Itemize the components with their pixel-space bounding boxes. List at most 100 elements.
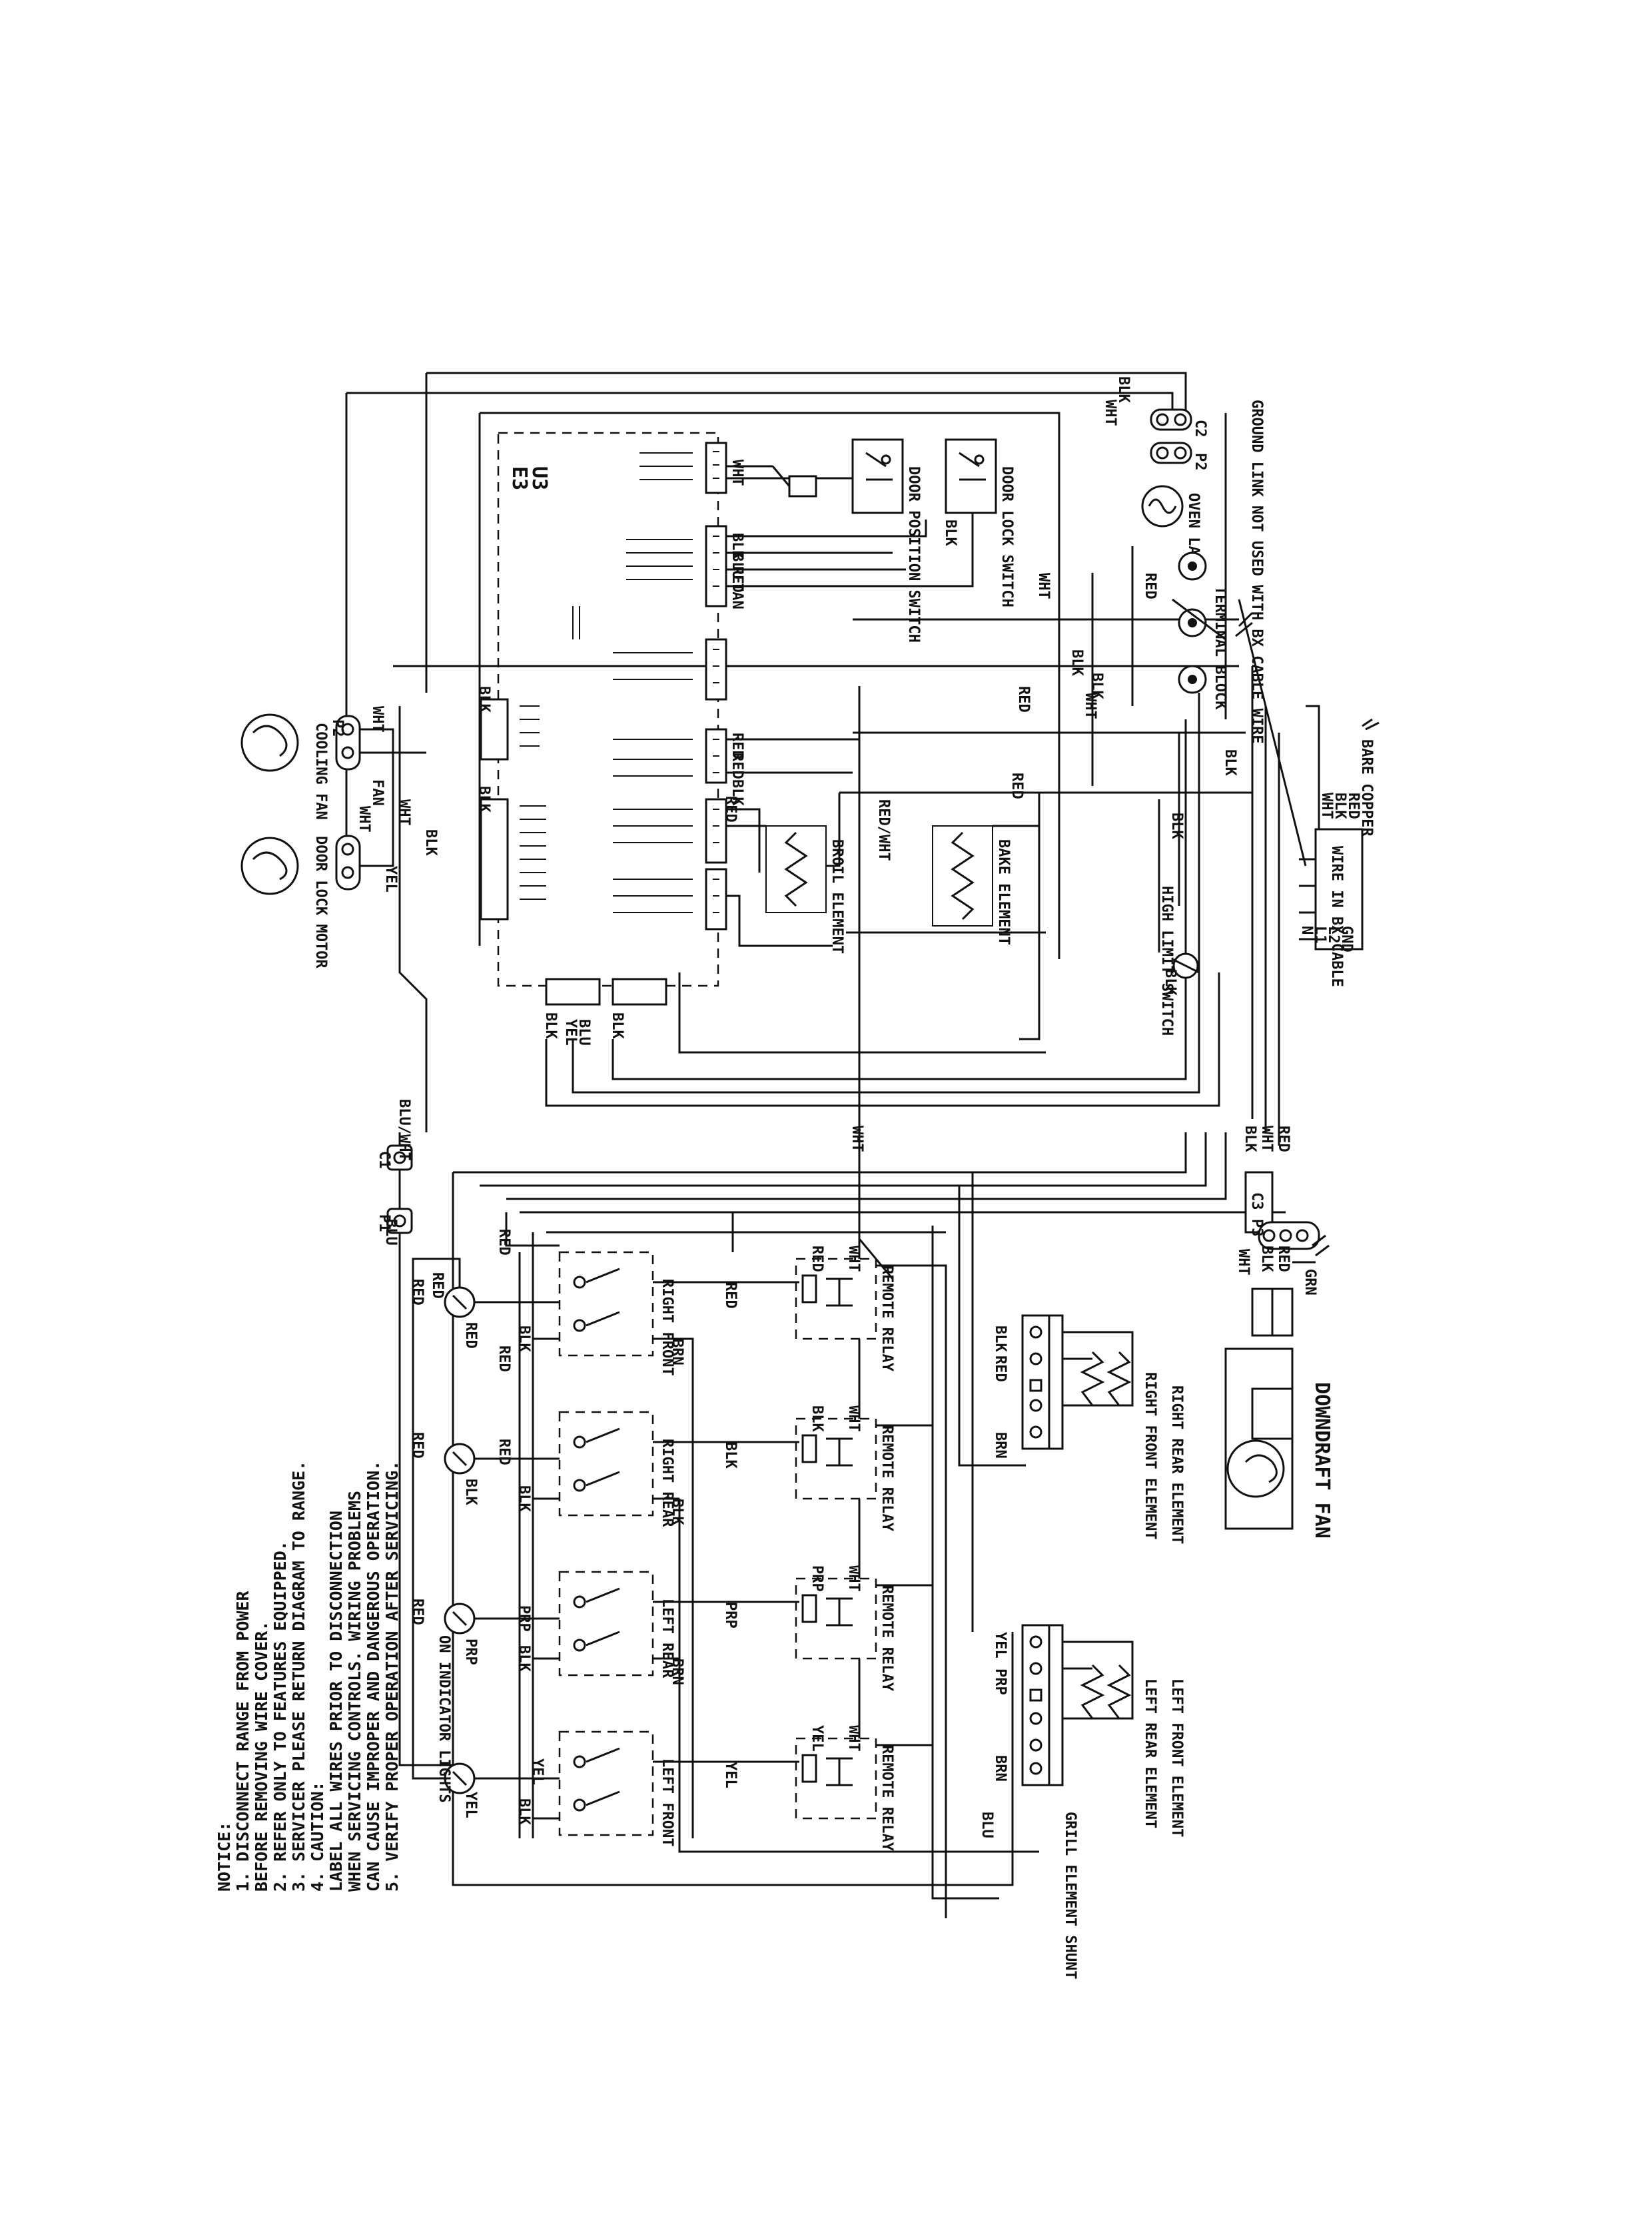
wire-label: BLK: [1242, 1126, 1258, 1152]
wire-label: RED: [809, 1246, 825, 1272]
wire-label: BLU: [382, 1219, 399, 1246]
remote-relay-label: REMOTE RELAY: [879, 1425, 895, 1532]
connector-p2-top: P2: [1150, 442, 1208, 471]
wire-label: BLK: [669, 1499, 685, 1525]
grill-element-shunt-label: GRILL ELEMENT SHUNT: [1062, 1812, 1078, 1980]
wire-label: RED/WHT: [875, 799, 892, 861]
left-elements: LEFT REAR ELEMENT LEFT FRONT ELEMENT GRI…: [1021, 1624, 1185, 1980]
wire-label: BLK: [516, 1798, 532, 1825]
wire-label: RED: [722, 796, 739, 823]
wire-label: BLK: [1068, 649, 1085, 676]
door-lock-switch: DOOR LOCK SWITCH: [945, 438, 1015, 607]
wire-label: RED: [729, 733, 745, 759]
wire-label: BLK: [1258, 1246, 1275, 1272]
burner-switch-right-front[interactable]: RIGHT FRONT: [558, 1251, 675, 1376]
notice-line: NOTICE:: [214, 1822, 234, 1892]
control-u3-label: U3: [528, 466, 551, 490]
switch-label-left-front: LEFT FRONT: [659, 1758, 675, 1846]
door-position-switch-label: DOOR POSITION SWITCH: [905, 466, 922, 643]
indicator-lights: ON INDICATOR LIGHTS: [412, 1258, 520, 1803]
wire-label: RED: [429, 1272, 446, 1299]
bus-wires: [345, 372, 1359, 1886]
wire-label: BLK: [422, 829, 439, 856]
switch-label-right-rear: RIGHT REAR: [659, 1439, 675, 1527]
left-rear-element-label: LEFT REAR ELEMENT: [1142, 1678, 1158, 1828]
wire-label: BRN: [992, 1432, 1009, 1459]
wire-label: RED: [1015, 686, 1032, 713]
burner-switch-left-rear[interactable]: LEFT REAR: [558, 1571, 675, 1678]
connector-c3-label: C3: [1248, 1192, 1265, 1210]
wire-label: RED: [729, 566, 745, 593]
bx-color-blk: BLK: [1332, 793, 1348, 819]
wire-label: WHT: [845, 1405, 862, 1432]
high-limit-switch: HIGH LIMIT SWITCH: [1158, 886, 1200, 1036]
wire-label: WHT: [396, 799, 412, 826]
notice-line: 5. VERIFY PROPER OPERATION AFTER SERVICI…: [382, 1461, 402, 1892]
wire-label: WHT: [849, 1126, 865, 1152]
wire-label: PRP: [722, 1602, 739, 1629]
door-lock-motor-label: DOOR LOCK MOTOR: [312, 836, 329, 968]
wire-label: RED: [1009, 773, 1025, 799]
wire-label: BLK: [609, 1012, 625, 1039]
cooling-fan: COOLING FAN P2: [240, 713, 361, 820]
remote-relay-label: REMOTE RELAY: [879, 1745, 895, 1852]
board-outputs: [726, 465, 974, 947]
notice-line: 4. CAUTION:: [308, 1781, 327, 1892]
notice-line: 3. SERVICER PLEASE RETURN DIAGRAM TO RAN…: [289, 1461, 308, 1892]
connector-c2-label: C2: [1192, 420, 1208, 438]
terminal-block-label: TERMINAL BLOCK: [1212, 586, 1228, 710]
remote-relay-1[interactable]: REMOTE RELAY: [795, 1258, 895, 1372]
bx-cable-label: WIRE IN BX CABLE: [1328, 846, 1345, 987]
wire-label: BLU/WHT: [396, 1099, 412, 1161]
right-front-element-label: RIGHT FRONT ELEMENT: [1142, 1372, 1158, 1540]
downdraft-fan: DOWNDRAFT FAN GRN: [1224, 1234, 1334, 1539]
wire-label: RED: [409, 1279, 426, 1305]
bx-row-n: N: [1298, 926, 1315, 934]
cooling-fan-label: COOLING FAN: [312, 723, 329, 820]
wire-label: BLK: [722, 1442, 739, 1469]
wire-label: YEL: [462, 1792, 479, 1818]
burner-switch-right-rear[interactable]: RIGHT REAR: [558, 1411, 675, 1527]
notice-line: 1. DISCONNECT RANGE FROM POWER: [233, 1591, 252, 1892]
connector-p1-label: P1: [376, 1214, 392, 1232]
burner-switch-left-front[interactable]: LEFT FRONT: [558, 1730, 675, 1846]
wire-label: BLK: [1168, 813, 1185, 839]
wire-label: RED: [462, 1322, 479, 1349]
wire-label: WHT: [1035, 573, 1052, 599]
control-e3-label: E3: [508, 466, 531, 490]
switch-label-right-front: RIGHT FRONT: [659, 1279, 675, 1376]
connector-p2-label: P2: [1192, 453, 1208, 471]
remote-relay-4[interactable]: REMOTE RELAY: [795, 1737, 895, 1852]
wire-label: YEL: [992, 1632, 1009, 1659]
wire-label: RED: [496, 1439, 512, 1465]
door-lock-motor: DOOR LOCK MOTOR: [240, 835, 361, 968]
bx-color-wht: WHT: [1318, 793, 1335, 819]
wire-label: BLK: [1162, 969, 1178, 996]
control-board: U3 E3: [480, 432, 727, 1006]
wire-label: WHT: [1082, 693, 1098, 719]
wire-label: RED: [496, 1345, 512, 1372]
remote-relay-label: REMOTE RELAY: [879, 1585, 895, 1692]
door-lock-switch-label: DOOR LOCK SWITCH: [999, 466, 1015, 607]
downdraft-connector-p3: C3 P3 WHT: [1235, 1171, 1320, 1337]
wire-label: WHT: [845, 1565, 862, 1592]
wire-label: YEL: [809, 1725, 825, 1752]
bx-row-l1: L1: [1312, 926, 1328, 944]
broil-element: BROIL ELEMENT: [765, 825, 845, 954]
wire-label: RED: [409, 1432, 426, 1459]
remote-relay-2[interactable]: REMOTE RELAY: [795, 1417, 895, 1532]
wire-label: RED: [1275, 1126, 1292, 1152]
left-front-element-label: LEFT FRONT ELEMENT: [1168, 1678, 1185, 1837]
high-limit-switch-label: HIGH LIMIT SWITCH: [1158, 886, 1175, 1036]
remote-relay-3[interactable]: REMOTE RELAY: [795, 1577, 895, 1692]
wire-label: RED: [496, 1229, 512, 1256]
wire-label: BLK: [476, 686, 492, 713]
wire-label: YEL: [382, 866, 399, 893]
wire-label: YEL: [529, 1758, 546, 1785]
wire-label: WHT: [369, 706, 386, 733]
wire-label: BLK: [516, 1325, 532, 1352]
relay-bus: [858, 1172, 1026, 1918]
wire-label: BLU: [729, 553, 745, 579]
